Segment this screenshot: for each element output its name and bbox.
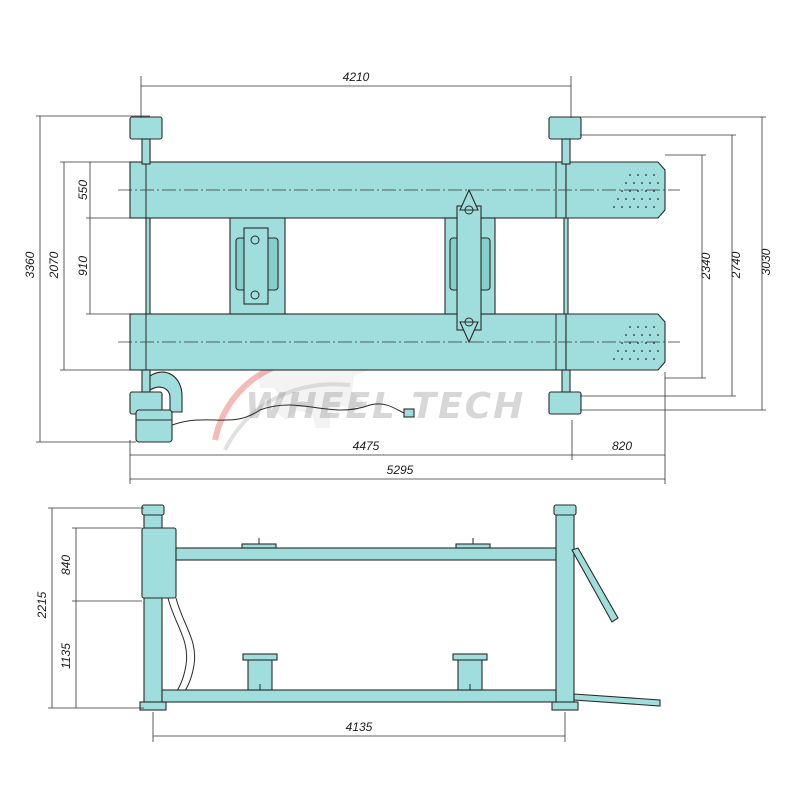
dim-820-label: 820 bbox=[612, 439, 632, 453]
side-post-right bbox=[555, 509, 575, 709]
bottom-runway-dots bbox=[613, 326, 659, 360]
dim-4210-label: 4210 bbox=[343, 70, 370, 84]
dim-4135-label: 4135 bbox=[346, 720, 373, 734]
dim-2340-label: 2340 bbox=[699, 252, 713, 280]
control-box bbox=[403, 408, 415, 418]
motor-unit bbox=[135, 409, 173, 443]
dim-side-stack: 2215 840 1135 4135 bbox=[35, 507, 566, 742]
dim-right-stack: 3030 2740 2340 bbox=[580, 116, 773, 411]
post-head-top-right bbox=[548, 116, 582, 140]
side-ramp-lowered bbox=[573, 693, 661, 707]
dim-5295-label: 5295 bbox=[387, 463, 414, 477]
watermark-text: WHEEL TECH bbox=[245, 386, 525, 427]
dim-4475-label: 4475 bbox=[353, 439, 380, 453]
dim-post-center-width: 4210 bbox=[140, 70, 572, 118]
jack-beam-left-plate bbox=[243, 227, 269, 305]
dim-3030-label: 3030 bbox=[759, 248, 773, 275]
post-head-top-left bbox=[129, 116, 163, 140]
post-head-bottom-right bbox=[548, 391, 582, 415]
top-runway-dots bbox=[613, 174, 659, 208]
dim-2070-label: 2070 bbox=[47, 251, 61, 279]
side-power-unit bbox=[141, 527, 177, 599]
side-runway-lower bbox=[161, 689, 557, 703]
control-cable bbox=[171, 403, 409, 426]
side-hydraulic-hose bbox=[175, 597, 196, 703]
side-runway-upper bbox=[175, 547, 557, 561]
jack-beam-right-plate bbox=[456, 205, 482, 331]
dim-left-stack: 3360 2070 550 910 bbox=[23, 115, 150, 443]
top-view: 4210 3360 2070 550 910 3030 bbox=[23, 70, 773, 484]
dim-2215-label: 2215 bbox=[35, 591, 49, 619]
dim-2740-label: 2740 bbox=[729, 251, 743, 279]
side-ramp-raised bbox=[571, 547, 619, 623]
side-view: 2215 840 1135 4135 bbox=[35, 504, 661, 742]
dim-3360-label: 3360 bbox=[23, 251, 37, 278]
dim-910-label: 910 bbox=[76, 256, 90, 276]
dim-550-label: 550 bbox=[76, 180, 90, 200]
dim-bottom-stack: 4475 820 5295 bbox=[129, 372, 666, 484]
dim-840-label: 840 bbox=[59, 555, 73, 575]
dim-1135-label: 1135 bbox=[59, 643, 73, 669]
